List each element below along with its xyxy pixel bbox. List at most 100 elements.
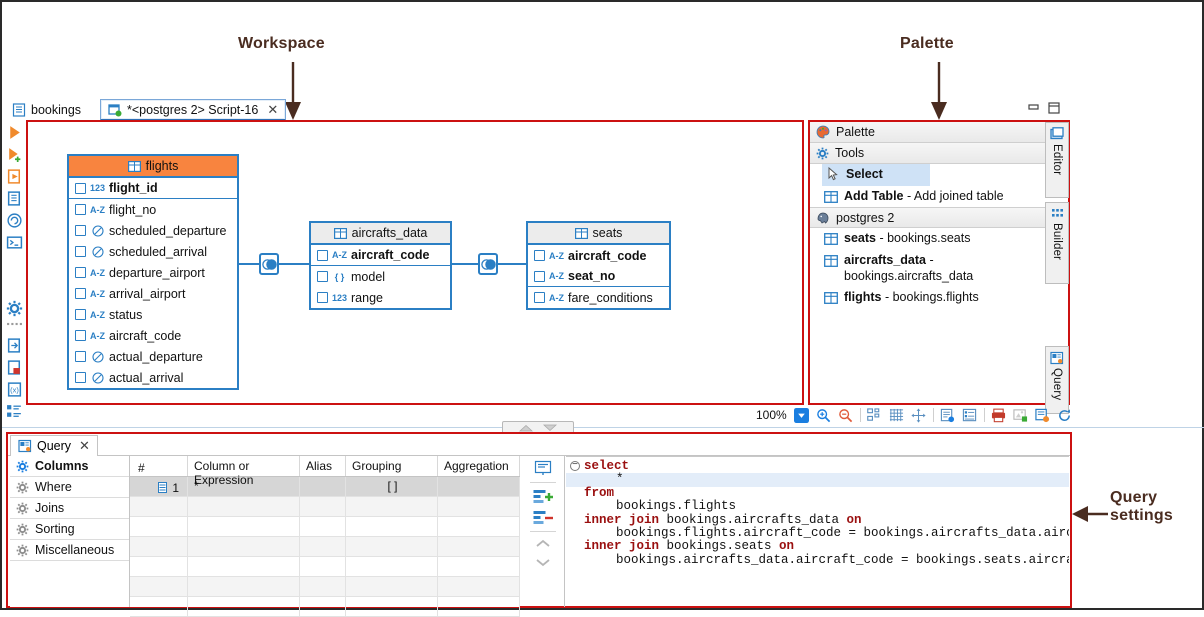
fit-to-screen-icon[interactable] — [911, 407, 926, 423]
table-row-empty[interactable] — [130, 557, 520, 577]
print-icon[interactable] — [991, 408, 1006, 423]
ai-assistant-icon[interactable] — [6, 212, 23, 229]
console-terminal-icon[interactable] — [6, 234, 23, 251]
entity-column-row[interactable]: scheduled_arrival — [69, 241, 237, 262]
column-checkbox[interactable] — [75, 267, 86, 278]
diagram-workspace[interactable]: flights 123 flight_id A-Z flight_no sche… — [26, 120, 804, 405]
zoom-out-icon[interactable] — [838, 408, 853, 423]
column-checkbox[interactable] — [75, 246, 86, 257]
column-checkbox[interactable] — [317, 249, 328, 261]
column-checkbox[interactable] — [317, 292, 328, 303]
join-connector-aircrafts-seats[interactable] — [478, 253, 498, 275]
tab-bookings[interactable]: bookings — [6, 100, 87, 120]
palette-section-tools[interactable]: Tools — [810, 143, 1068, 164]
palette-tool-select[interactable]: Select — [822, 164, 930, 186]
column-checkbox[interactable] — [75, 204, 86, 215]
chevron-up-icon[interactable] — [519, 424, 533, 432]
save-diagram-icon[interactable] — [1035, 408, 1050, 423]
more-options-icon[interactable] — [6, 320, 23, 328]
toggle-grid-icon[interactable] — [889, 408, 904, 423]
entity-column-row[interactable]: actual_arrival — [69, 367, 237, 388]
tab-script[interactable]: *<postgres 2> Script-16 ✕ — [100, 99, 287, 121]
cell-alias[interactable] — [300, 477, 346, 497]
tab-script-close-icon[interactable]: ✕ — [267, 101, 279, 117]
column-checkbox[interactable] — [75, 351, 86, 362]
execute-script-icon[interactable] — [6, 124, 23, 141]
refresh-diagram-icon[interactable] — [1057, 408, 1072, 423]
column-checkbox[interactable] — [317, 271, 328, 282]
palette-table-flights[interactable]: flights - bookings.flights — [810, 287, 1068, 309]
execute-script-file-icon[interactable] — [6, 168, 23, 185]
vertical-tab-query[interactable]: Query — [1045, 346, 1069, 414]
vertical-tab-editor[interactable]: Editor — [1045, 122, 1069, 198]
show-columns-icon[interactable] — [962, 408, 977, 423]
table-row-empty[interactable] — [130, 497, 520, 517]
palette-tool-add-table[interactable]: Add Table - Add joined table — [810, 186, 1068, 208]
show-notes-icon[interactable] — [940, 408, 955, 423]
entity-column-row[interactable]: A-Z arrival_airport — [69, 283, 237, 304]
column-checkbox[interactable] — [534, 250, 545, 261]
arrange-layout-icon[interactable] — [866, 407, 882, 423]
palette-table-seats[interactable]: seats - bookings.seats — [810, 228, 1068, 250]
palette-panel[interactable]: Palette Tools — [808, 120, 1070, 405]
zoom-in-icon[interactable] — [816, 408, 831, 423]
column-checkbox[interactable] — [534, 270, 545, 282]
export-image-icon[interactable] — [1013, 408, 1028, 423]
tab-query-close-icon[interactable]: ✕ — [79, 438, 90, 453]
column-checkbox[interactable] — [75, 288, 86, 299]
table-row-empty[interactable] — [130, 537, 520, 557]
palette-table-aircrafts-data[interactable]: aircrafts_data - bookings.aircrafts_data — [810, 250, 1068, 287]
variables-icon[interactable]: (x) — [6, 381, 23, 398]
export-pdf-icon[interactable] — [6, 359, 23, 376]
column-checkbox[interactable] — [75, 372, 86, 383]
query-settings-panel[interactable]: Query ✕ Columns Where — [6, 432, 1072, 617]
code-fold-icon[interactable]: − — [570, 460, 580, 471]
entity-column-row[interactable]: A-Z aircraft_code — [311, 245, 450, 266]
entity-column-row[interactable]: scheduled_departure — [69, 220, 237, 241]
nav-item-joins[interactable]: Joins — [10, 498, 129, 519]
execute-new-tab-icon[interactable] — [6, 146, 23, 163]
entity-column-row[interactable]: A-Z seat_no — [528, 266, 669, 287]
entity-table-seats[interactable]: seats A-Z aircraft_code A-Z seat_no A-Z … — [526, 221, 671, 310]
nav-item-sorting[interactable]: Sorting — [10, 519, 129, 540]
chevron-down-icon[interactable] — [543, 424, 557, 432]
table-row-empty[interactable] — [130, 597, 520, 617]
entity-column-row[interactable]: A-Z flight_no — [69, 199, 237, 220]
entity-column-row[interactable]: 123 range — [311, 287, 450, 308]
outline-view-icon[interactable] — [6, 403, 23, 420]
entity-column-row[interactable]: 123 flight_id — [69, 178, 237, 199]
maximize-restore-icon[interactable] — [1048, 102, 1060, 114]
entity-column-row[interactable]: A-Z departure_airport — [69, 262, 237, 283]
entity-column-row[interactable]: A-Z aircraft_code — [528, 245, 669, 266]
show-all-columns-icon[interactable] — [534, 460, 552, 476]
entity-column-row[interactable]: A-Z aircraft_code — [69, 325, 237, 346]
nav-item-where[interactable]: Where — [10, 477, 129, 498]
cell-grouping[interactable]: [ ] — [346, 477, 438, 497]
move-up-icon[interactable] — [534, 538, 552, 550]
tab-query[interactable]: Query ✕ — [10, 435, 98, 456]
cell-aggregation[interactable] — [438, 477, 520, 497]
nav-item-columns[interactable]: Columns — [10, 456, 129, 477]
execute-statements-icon[interactable] — [6, 190, 23, 207]
entity-column-row[interactable]: A-Z fare_conditions — [528, 287, 669, 308]
cell-column-expression[interactable]: * — [188, 477, 300, 497]
export-data-icon[interactable] — [6, 337, 23, 354]
entity-table-flights[interactable]: flights 123 flight_id A-Z flight_no sche… — [67, 154, 239, 390]
table-row-empty[interactable] — [130, 517, 520, 537]
zoom-dropdown-icon[interactable] — [793, 407, 809, 423]
columns-grid[interactable]: # Column or Expression Alias Grouping Ag… — [130, 456, 520, 617]
column-checkbox[interactable] — [75, 309, 86, 320]
table-row[interactable]: 1 * [ ] — [130, 477, 520, 497]
entity-column-row[interactable]: { } model — [311, 266, 450, 287]
vertical-tab-builder[interactable]: Builder — [1045, 202, 1069, 284]
remove-column-icon[interactable] — [533, 510, 553, 525]
sql-preview[interactable]: − select * from bookings.flights inner j… — [566, 456, 1069, 605]
entity-column-row[interactable]: actual_departure — [69, 346, 237, 367]
gear-icon[interactable] — [6, 300, 23, 317]
palette-section-postgres[interactable]: postgres 2 — [810, 207, 1068, 229]
nav-item-miscellaneous[interactable]: Miscellaneous — [10, 540, 129, 561]
table-row-empty[interactable] — [130, 577, 520, 597]
entity-column-row[interactable]: A-Z status — [69, 304, 237, 325]
move-down-icon[interactable] — [534, 556, 552, 568]
minimize-icon[interactable] — [1028, 102, 1039, 113]
